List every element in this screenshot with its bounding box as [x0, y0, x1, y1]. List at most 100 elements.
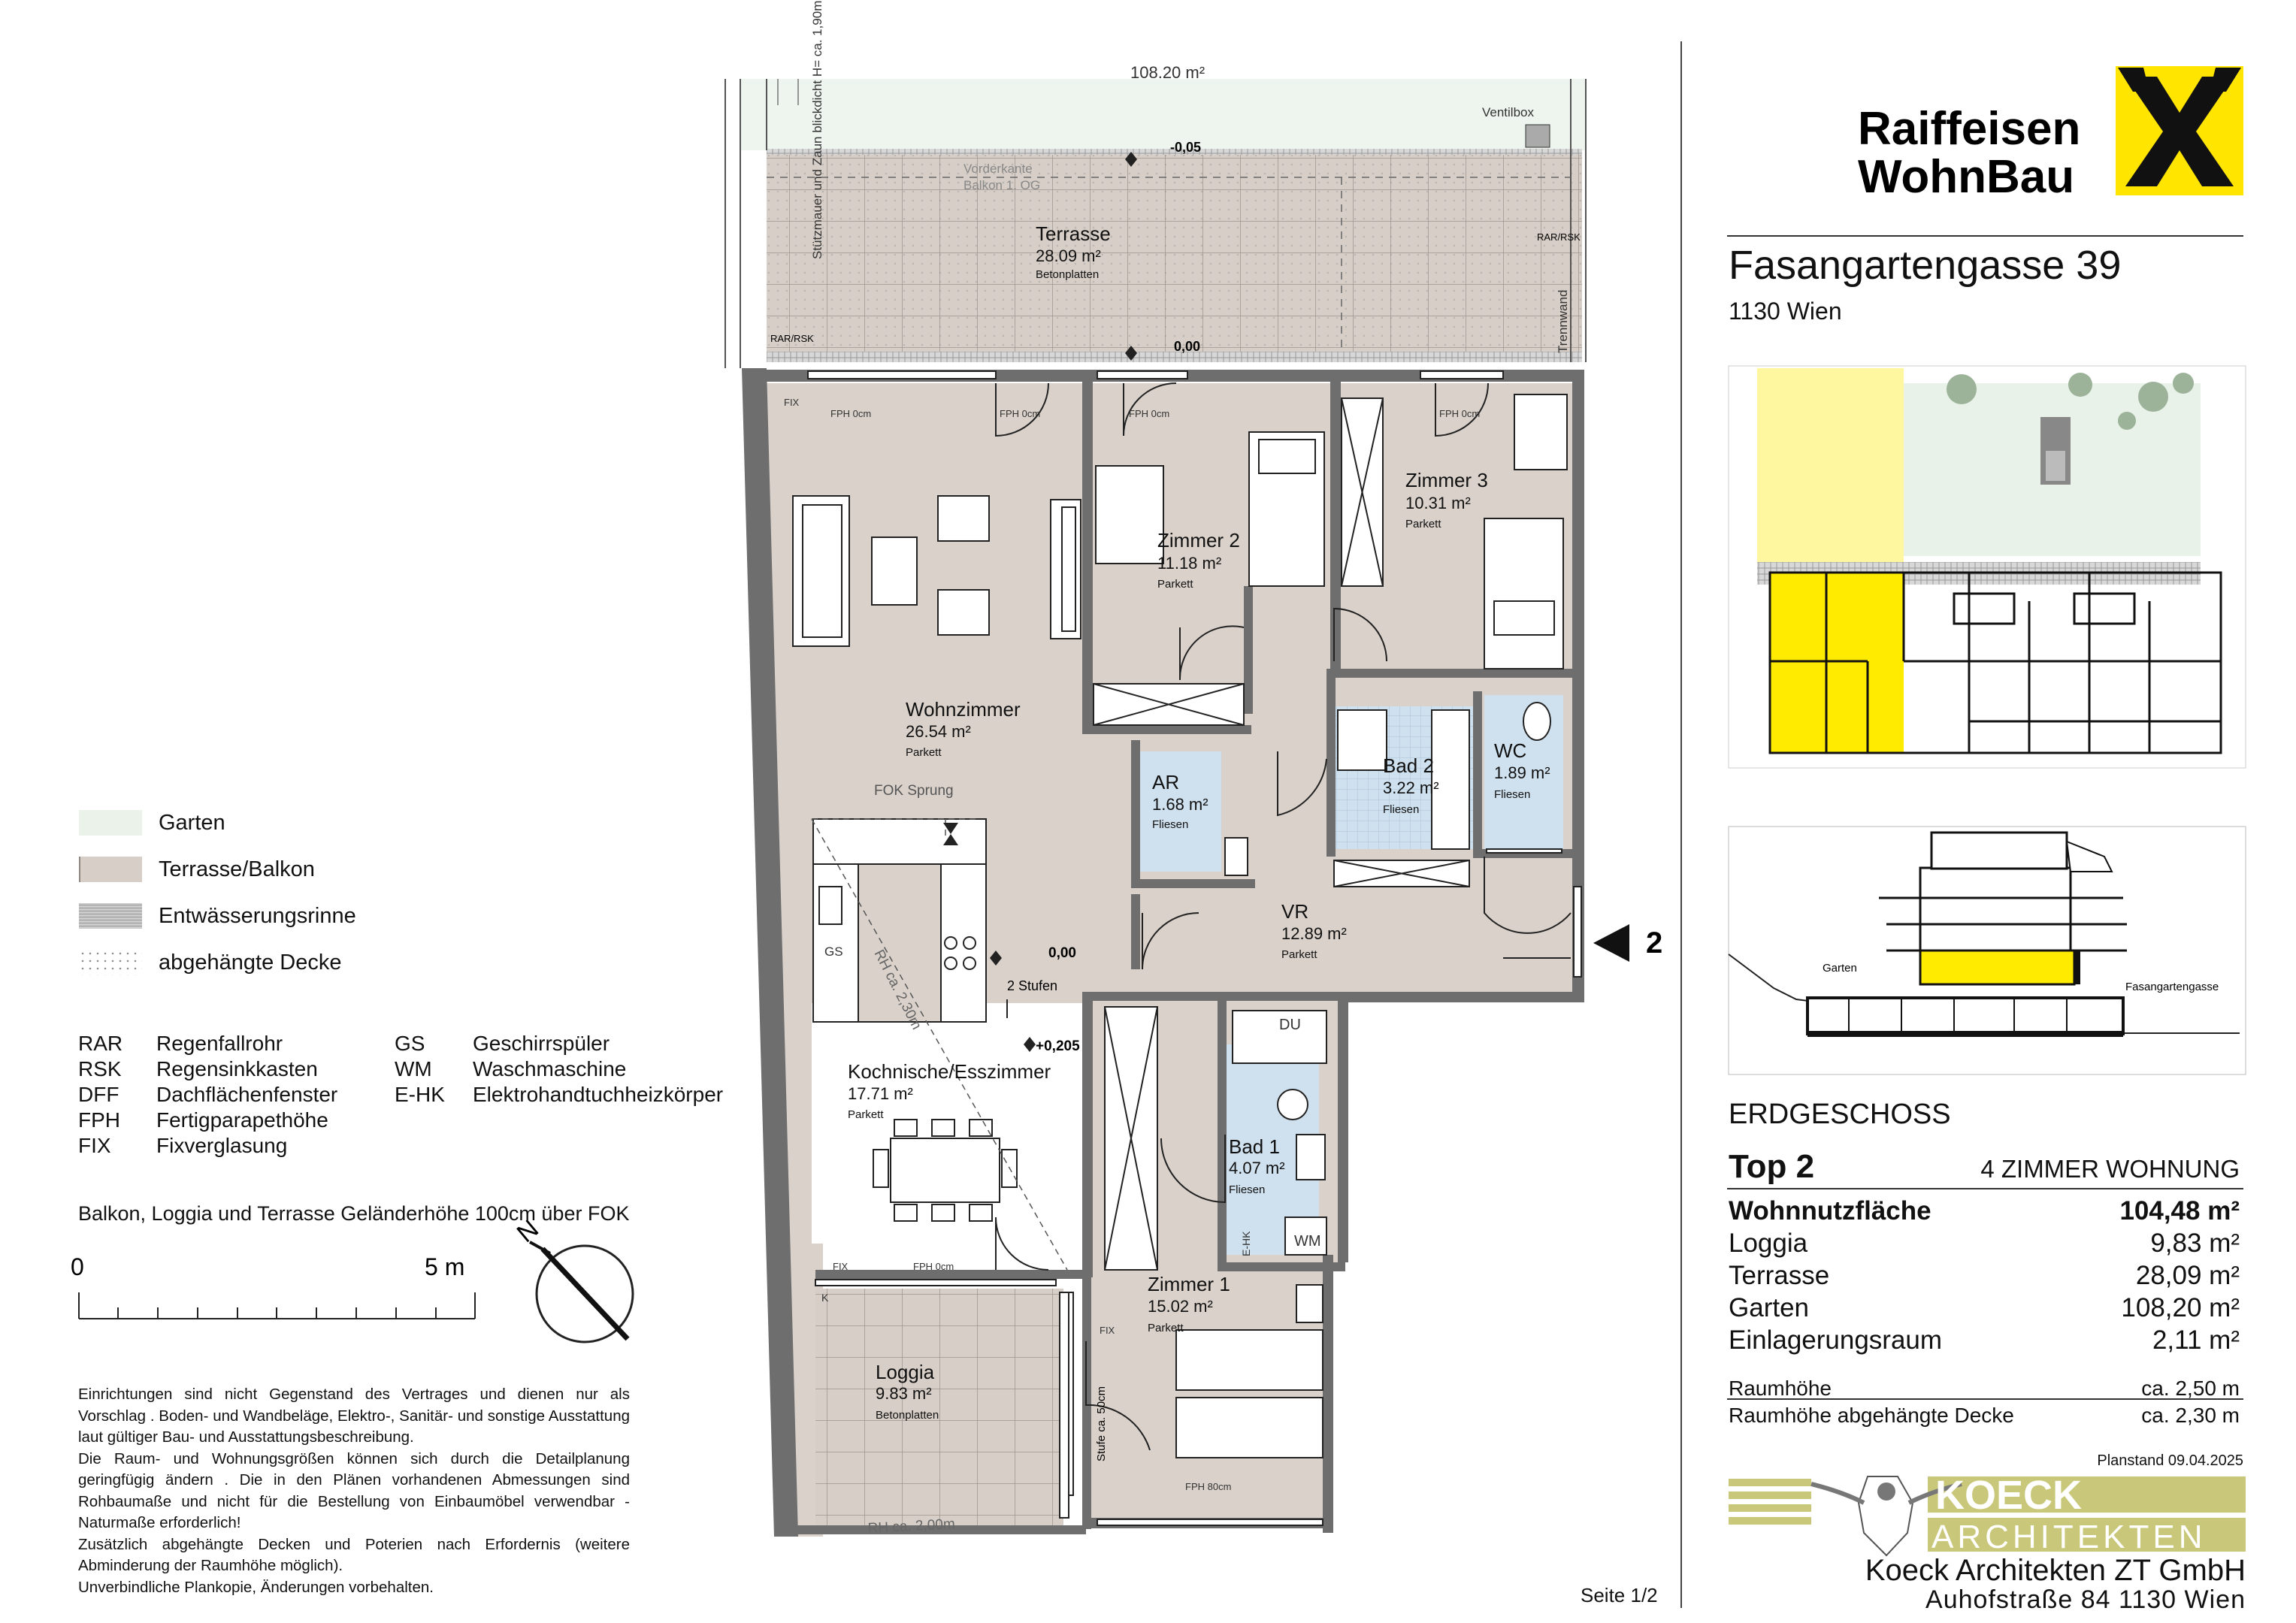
floor-name: ERDGESCHOSS — [1729, 1099, 1951, 1130]
fph-b: FPH 0cm — [1000, 408, 1040, 419]
project-city: 1130 Wien — [1729, 298, 1842, 325]
svg-text:9.83 m²: 9.83 m² — [876, 1384, 932, 1403]
legend-swatch-terrasse — [79, 857, 142, 882]
abbr-value: Elektrohandtuchheizkörper — [473, 1083, 724, 1106]
abbr-key: DFF — [78, 1083, 119, 1106]
svg-text:4.07 m²: 4.07 m² — [1229, 1159, 1285, 1177]
height-row-abgehaengt: Raumhöhe abgehängte Decke ca. 2,30 m — [1729, 1404, 2240, 1428]
fix-label: FIX — [784, 397, 800, 408]
fok-sprung: FOK Sprung — [874, 783, 954, 799]
scale-bar — [78, 1292, 476, 1319]
abbr-value: Regenfallrohr — [156, 1032, 283, 1055]
legend-swatch-rinne — [79, 903, 142, 929]
north-arrow — [529, 1241, 634, 1343]
furniture — [792, 394, 1568, 1519]
room-kochnische: Kochnische/Esszimmer 17.71 m² Parkett — [848, 1060, 1051, 1121]
legend-decke: abgehängte Decke — [79, 948, 341, 978]
raiffeisen-logo — [2116, 66, 2243, 195]
svg-text:Parkett: Parkett — [848, 1108, 884, 1121]
koeck-logo — [1729, 1476, 2246, 1557]
legend-terrasse: Terrasse/Balkon — [79, 854, 315, 884]
abbr-value: Geschirrspüler — [473, 1032, 610, 1055]
svg-text:AR: AR — [1152, 771, 1179, 793]
disclaimer-p4: Unverbindliche Plankopie, Änderungen vor… — [78, 1578, 434, 1596]
svg-text:Fliesen: Fliesen — [1494, 788, 1530, 801]
level-kitchen: +0,205 — [1036, 1038, 1080, 1054]
fix2-label: FIX — [833, 1261, 849, 1272]
svg-text:Zimmer 3: Zimmer 3 — [1405, 469, 1488, 491]
site-plan — [1728, 365, 2246, 769]
svg-text:Parkett: Parkett — [906, 746, 942, 759]
height-value: ca. 2,30 m — [2141, 1404, 2240, 1427]
area-label: Wohnnutzfläche — [1729, 1196, 1931, 1226]
height-label: Raumhöhe — [1729, 1377, 1832, 1400]
svg-text:WC: WC — [1494, 739, 1526, 762]
svg-text:28.09 m²: 28.09 m² — [1036, 246, 1101, 265]
section-arrow — [1593, 924, 1629, 962]
gs-label: GS — [824, 944, 843, 959]
room-bad-2: Bad 2 3.22 m² Fliesen — [1383, 754, 1439, 816]
ar-floor — [1139, 751, 1221, 872]
svg-text:VR: VR — [1281, 900, 1308, 923]
area-value: 2,11 m² — [2152, 1325, 2240, 1355]
area-row-einlagerungsraum: Einlagerungsraum 2,11 m² — [1729, 1325, 2240, 1356]
brand-name-line2: WohnBau — [1858, 151, 2074, 203]
legend-label: abgehängte Decke — [159, 950, 342, 975]
vorderkante-label: Vorderkante — [963, 162, 1033, 176]
abbr-key: FIX — [78, 1134, 111, 1157]
room-wohnzimmer: Wohnzimmer 26.54 m² Parkett — [906, 698, 1021, 759]
railing-note: Balkon, Loggia und Terrasse Geländerhöhe… — [78, 1202, 630, 1225]
abbr-value: Fixverglasung — [156, 1134, 288, 1157]
svg-text:1.89 m²: 1.89 m² — [1494, 763, 1550, 782]
doors — [995, 382, 1572, 1451]
scale-start: 0 — [71, 1253, 84, 1280]
legend-swatch-decke — [79, 950, 142, 975]
svg-text:Wohnzimmer: Wohnzimmer — [906, 698, 1021, 721]
unit-top: Top 2 — [1729, 1148, 1815, 1185]
koeck-logo-top: KOECK — [1935, 1473, 2082, 1518]
fix3-label: FIX — [1100, 1325, 1115, 1336]
architect-address: Auhofstraße 84 1130 Wien — [1925, 1585, 2246, 1614]
svg-text:26.54 m²: 26.54 m² — [906, 722, 971, 741]
room-ar: AR 1.68 m² Fliesen — [1152, 771, 1209, 831]
svg-text:3.22 m²: 3.22 m² — [1383, 778, 1439, 797]
walls — [742, 368, 1584, 1537]
svg-text:17.71 m²: 17.71 m² — [848, 1084, 913, 1103]
room-zimmer-2: Zimmer 2 11.18 m² Parkett — [1157, 529, 1240, 591]
abbr-key: GS — [395, 1032, 425, 1055]
svg-text:Parkett: Parkett — [1405, 518, 1441, 530]
abbr-key: RAR — [78, 1032, 123, 1055]
area-label: Loggia — [1729, 1229, 1808, 1258]
room-vr: VR 12.89 m² Parkett — [1281, 900, 1347, 961]
room-terrasse: Terrasse 28.09 m² Betonplatten — [1036, 222, 1111, 281]
architect-name: Koeck Architekten ZT GmbH — [1865, 1554, 2246, 1587]
stufe-label: Stufe ca. 50cm — [1095, 1386, 1108, 1461]
garden-area — [740, 79, 1586, 150]
height-label: Raumhöhe abgehängte Decke — [1729, 1404, 2014, 1427]
abbr-key: FPH — [78, 1108, 120, 1132]
section-arrow-label: 2 — [1646, 926, 1662, 960]
page-number: Seite 1/2 — [1581, 1584, 1658, 1606]
svg-text:Zimmer 1: Zimmer 1 — [1148, 1273, 1230, 1295]
svg-text:12.89 m²: 12.89 m² — [1281, 924, 1347, 943]
svg-text:Fliesen: Fliesen — [1152, 818, 1188, 831]
abbr-key: E-HK — [395, 1083, 445, 1106]
ventilbox-label: Ventilbox — [1482, 105, 1534, 119]
area-value: 104,48 m² — [2119, 1196, 2240, 1226]
area-label: Garten — [1729, 1293, 1809, 1322]
fph-e: FPH 0cm — [913, 1261, 954, 1272]
wm-label: WM — [1294, 1233, 1321, 1250]
ehk-label: E-HK — [1240, 1231, 1252, 1256]
svg-text:Fliesen: Fliesen — [1383, 803, 1419, 816]
drain-channel — [767, 352, 1582, 362]
project-address: Fasangartengasse 39 — [1729, 243, 2122, 288]
disclaimer: Einrichtungen sind nicht Gegenstand des … — [78, 1384, 630, 1598]
area-label: Einlagerungsraum — [1729, 1325, 1943, 1355]
balkon-og-label: Balkon 1. OG — [963, 178, 1040, 192]
svg-text:Zimmer 2: Zimmer 2 — [1157, 529, 1240, 552]
